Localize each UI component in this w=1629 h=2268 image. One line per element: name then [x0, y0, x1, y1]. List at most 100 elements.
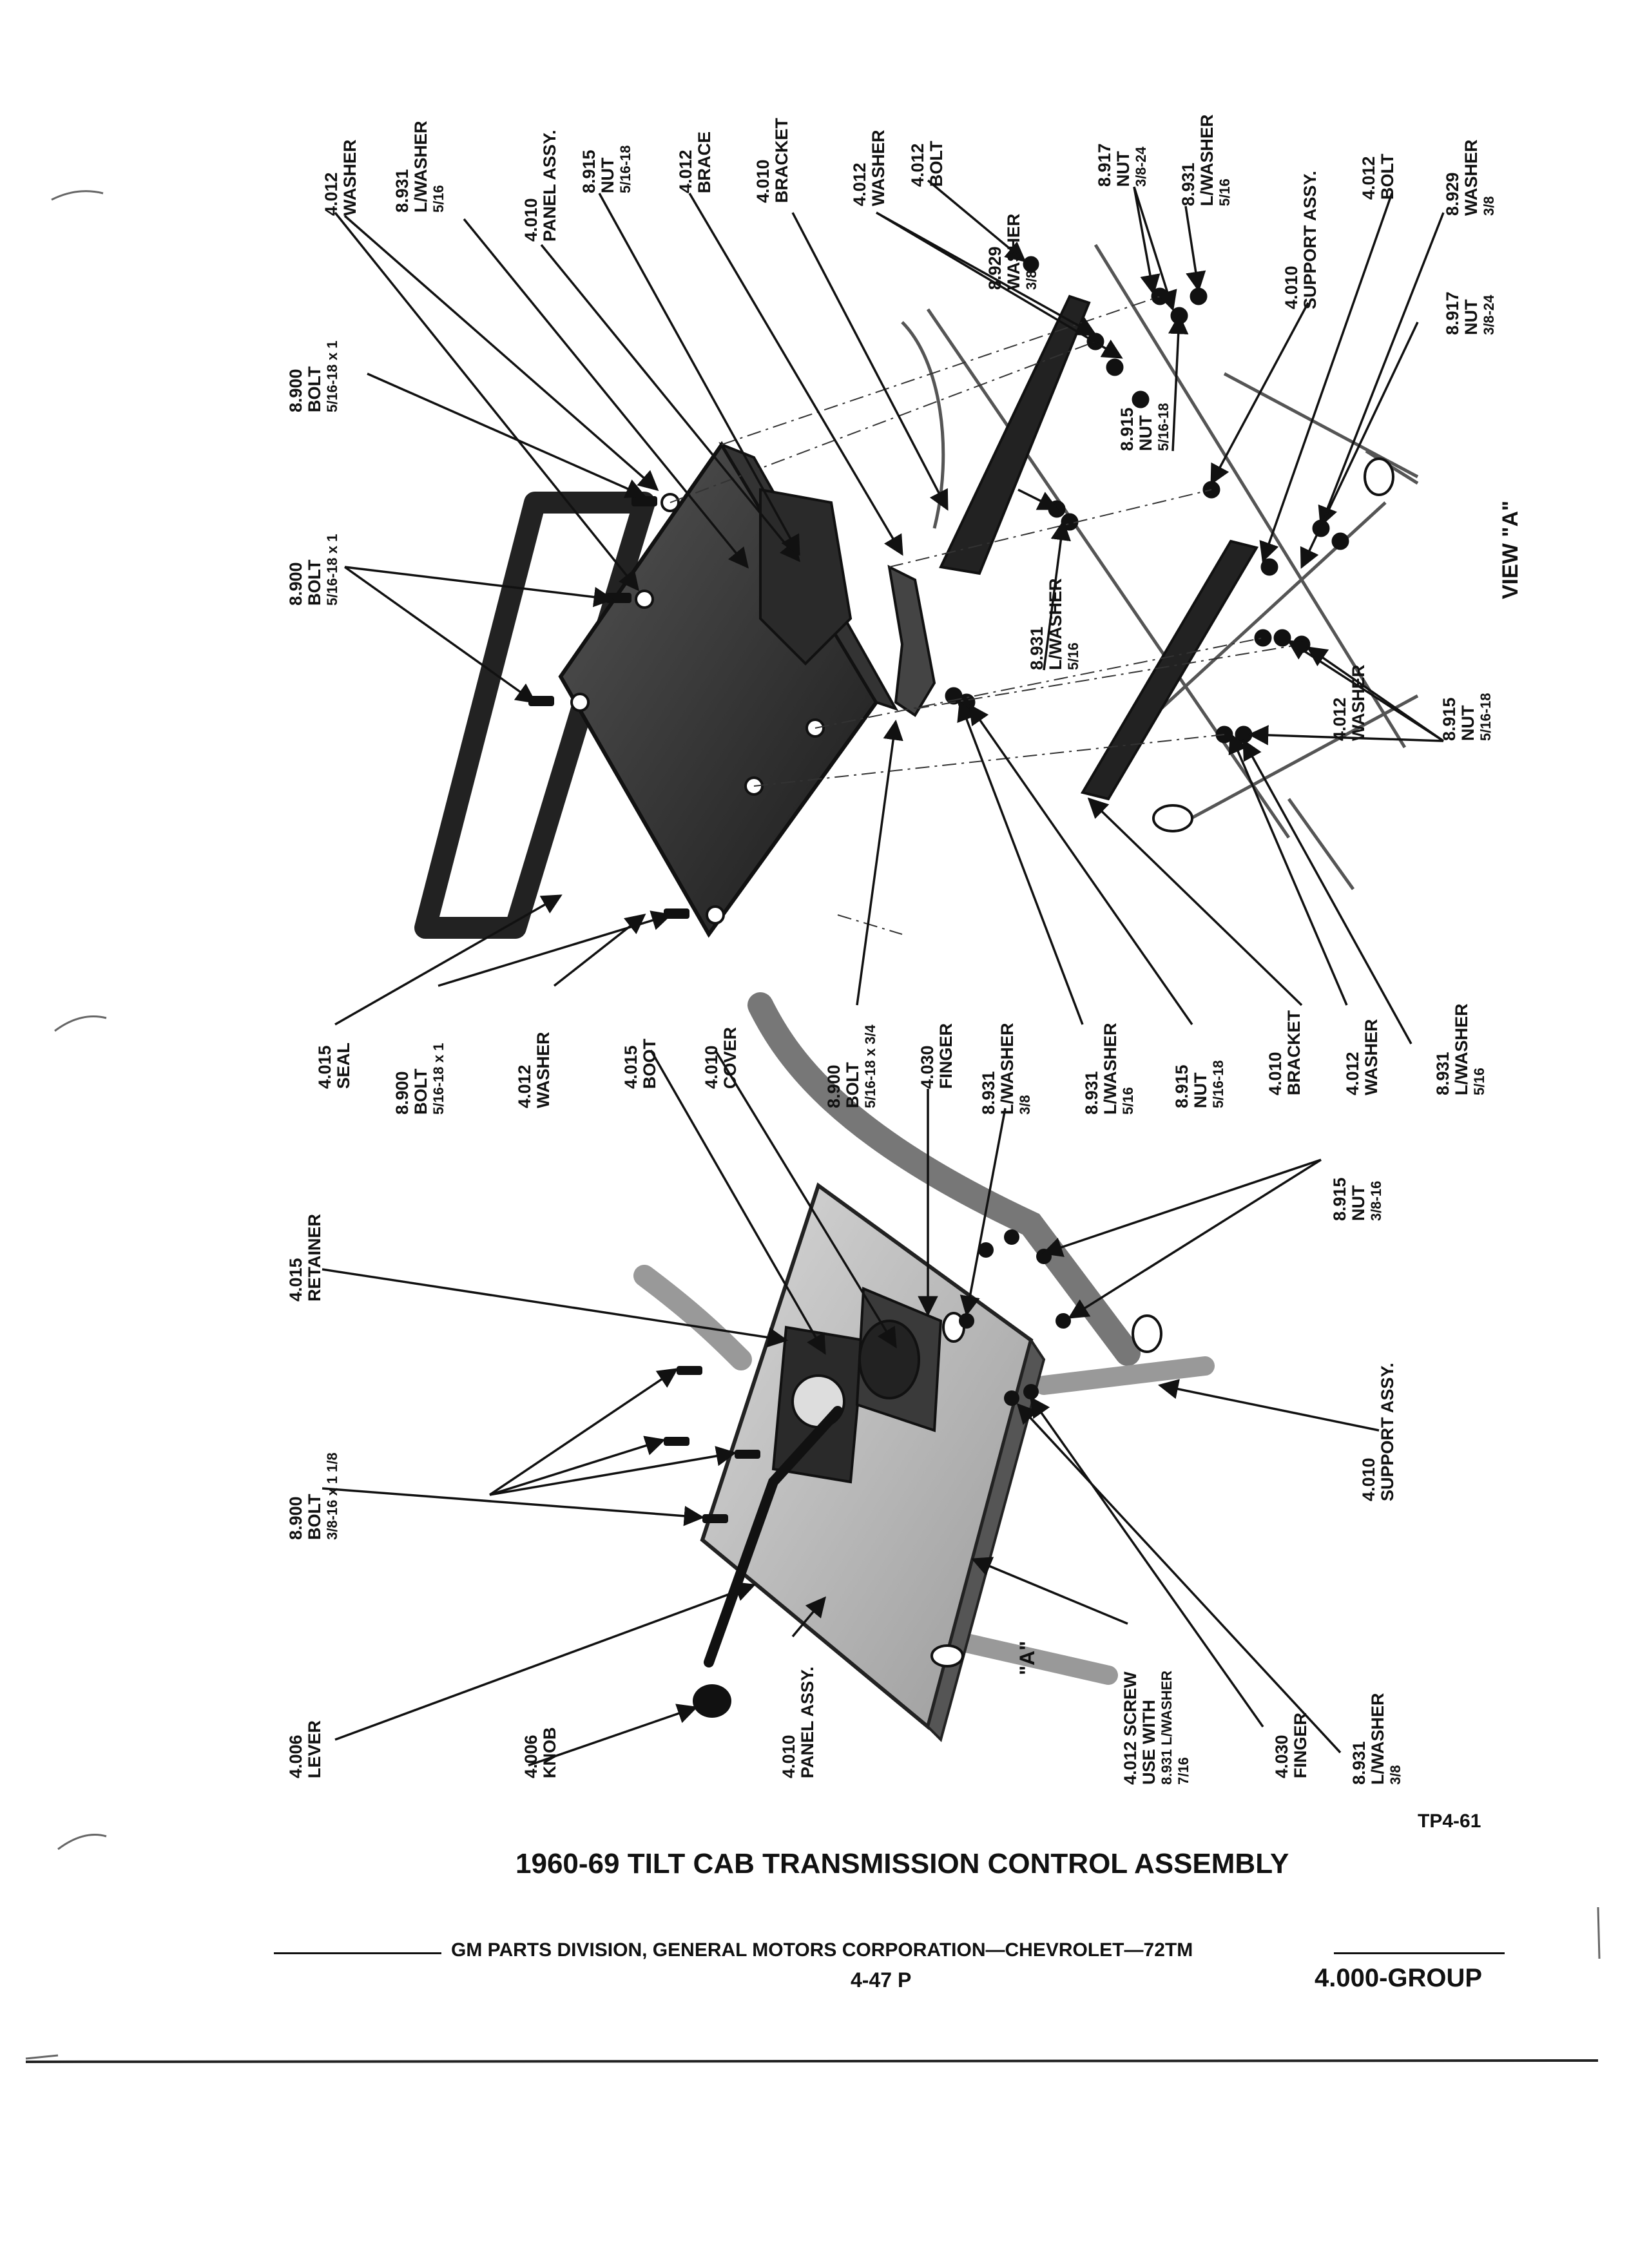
part-callout-line: L/WASHER	[1197, 114, 1217, 206]
part-callout-line: 5/16	[430, 185, 447, 213]
part-callout-line: PANEL ASSY.	[540, 130, 559, 242]
part-callout-line: NUT	[1461, 299, 1481, 336]
scan-edge-marks	[25, 190, 1601, 2060]
part-callout-line: 8.931	[979, 1071, 998, 1115]
part-callout-line: 4.006	[521, 1735, 541, 1778]
part-callout-line: 8.929	[985, 246, 1005, 290]
part-callout-line: 4.015	[621, 1045, 641, 1089]
part-callout-line: 8.900	[392, 1071, 412, 1115]
part-callout-line: 5/16-18 x 1	[324, 533, 340, 606]
part-callout-line: 8.915	[1117, 407, 1137, 451]
part-callout-line: BOLT	[305, 366, 324, 412]
part-callout-line: 3/8	[1023, 270, 1039, 290]
part-callout-line: 8.900	[286, 369, 305, 412]
part-callout-line: NUT	[1349, 1185, 1368, 1222]
part-callout-line: WASHER	[1004, 213, 1023, 290]
part-callout-line: 5/16-18 x 1	[324, 340, 340, 412]
footer-rule-right	[1334, 1952, 1505, 1954]
part-callout-line: BRACKET	[772, 118, 791, 203]
upper-panel-assembly	[414, 441, 936, 939]
footer-publisher: GM PARTS DIVISION, GENERAL MOTORS CORPOR…	[451, 1939, 1193, 1961]
part-callout-line: FINGER	[936, 1023, 956, 1089]
part-callout-line: L/WASHER	[411, 120, 430, 213]
part-callout-line: WASHER	[1461, 139, 1481, 216]
part-callout-line: 4.010	[779, 1735, 798, 1778]
cover-box	[759, 488, 853, 666]
part-callout-line: 3/8	[1387, 1765, 1403, 1785]
part-callout-line: WASHER	[340, 139, 360, 216]
part-callout-line: BOLT	[305, 559, 324, 606]
footer-rule-left	[274, 1952, 441, 1954]
part-callout-line: 8.931	[1433, 1052, 1452, 1095]
footer-page: 4-47 P	[851, 1968, 912, 1992]
part-callout-line: 4.015	[286, 1258, 305, 1302]
part-callout-line: BRACKET	[1284, 1010, 1304, 1095]
part-callout-line: USE WITH	[1139, 1700, 1159, 1785]
part-callout-line: RETAINER	[305, 1213, 324, 1302]
part-callout-line: 8.915	[1172, 1064, 1191, 1108]
part-callout-line: 8.900	[286, 562, 305, 606]
part-callout-line: 4.010	[1359, 1457, 1378, 1501]
part-callout-line: 8.931 L/WASHER	[1159, 1670, 1175, 1785]
part-callout-line: 3/8-16 x 1 1/8	[324, 1452, 340, 1540]
part-callout-line: 3/8-24	[1481, 294, 1497, 335]
part-callout-line: 3/8	[1017, 1095, 1033, 1115]
part-callout-line: 4.010	[521, 198, 541, 242]
part-callout-line: 4.012	[1359, 156, 1378, 200]
view-a-marker: "A"	[1016, 1640, 1039, 1675]
part-callout-line: 8.931	[392, 169, 412, 213]
part-callout-line: 8.929	[1443, 172, 1462, 216]
part-callout-line: 8.900	[824, 1064, 843, 1108]
part-callout-line: 5/16-18	[1478, 693, 1494, 741]
part-callout-line: NUT	[598, 157, 617, 194]
brace	[887, 564, 936, 717]
upper-bracket	[939, 294, 1091, 575]
part-callout-line: SUPPORT ASSY.	[1378, 1362, 1397, 1501]
part-callout-line: 8.931	[1179, 162, 1198, 206]
part-callout-line: 8.900	[286, 1496, 305, 1540]
part-callout-line: NUT	[1113, 151, 1133, 187]
part-callout-line: 4.012 SCREW	[1121, 1671, 1140, 1785]
part-callout-line: 8.931	[1027, 626, 1046, 670]
part-callout-line: 8.915	[1330, 1177, 1349, 1221]
diagram-title: 1960-69 TILT CAB TRANSMISSION CONTROL AS…	[516, 1848, 1289, 1879]
part-callout-line: 5/16-18	[617, 145, 633, 193]
part-callout-line: L/WASHER	[998, 1023, 1017, 1115]
part-callout-line: 4.030	[918, 1045, 937, 1089]
part-callout-line: WASHER	[1349, 664, 1368, 741]
figure-code: TP4-61	[1418, 1811, 1481, 1832]
part-callout-line: 4.010	[753, 159, 773, 203]
part-callout-line: BOLT	[843, 1062, 862, 1108]
part-callout-line: 4.012	[676, 149, 695, 193]
part-callout-line: 5/16	[1065, 642, 1081, 670]
